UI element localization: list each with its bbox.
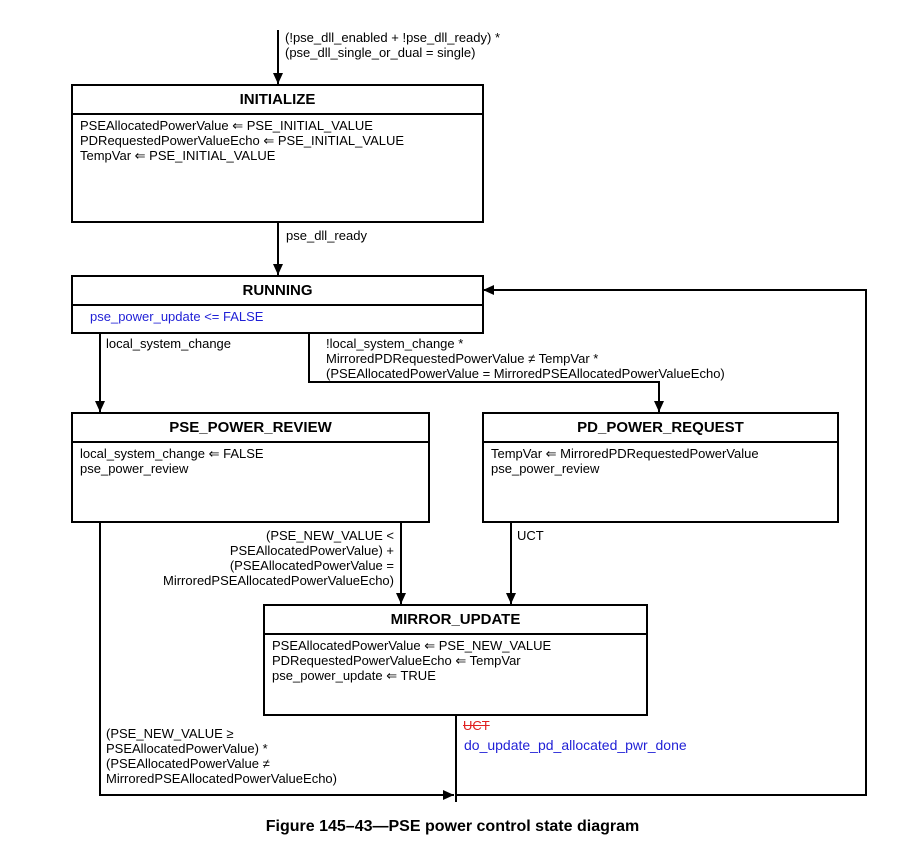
transition-label-request-to-mirror: UCT (517, 528, 544, 543)
state-initialize: INITIALIZE PSEAllocatedPowerValue ⇐ PSE_… (71, 84, 484, 223)
state-title: INITIALIZE (73, 86, 482, 115)
state-title: PD_POWER_REQUEST (484, 414, 837, 443)
state-actions: TempVar ⇐ MirroredPDRequestedPowerValue … (491, 446, 759, 476)
transition-label-review-to-mirror: (PSE_NEW_VALUE < PSEAllocatedPowerValue)… (163, 528, 394, 588)
state-actions: PSEAllocatedPowerValue ⇐ PSE_NEW_VALUE P… (272, 638, 552, 683)
state-pse-power-review: PSE_POWER_REVIEW local_system_change ⇐ F… (71, 412, 430, 523)
running-to-request-arrow (308, 334, 664, 412)
transition-label-struck-uct: UCT (463, 718, 490, 733)
state-mirror-update: MIRROR_UPDATE PSEAllocatedPowerValue ⇐ P… (263, 604, 648, 716)
transition-label-mirror-to-running: do_update_pd_allocated_pwr_done (464, 737, 687, 753)
state-title: PSE_POWER_REVIEW (73, 414, 428, 443)
review-to-junction-line (99, 522, 454, 800)
state-actions: PSEAllocatedPowerValue ⇐ PSE_INITIAL_VAL… (80, 118, 405, 163)
state-title: RUNNING (73, 277, 482, 306)
state-running: RUNNING pse_power_update <= FALSE (71, 275, 484, 334)
state-title: MIRROR_UPDATE (265, 606, 646, 635)
state-pd-power-request: PD_POWER_REQUEST TempVar ⇐ MirroredPDReq… (482, 412, 839, 523)
state-actions: local_system_change ⇐ FALSE pse_power_re… (80, 446, 264, 476)
entry-condition: (!pse_dll_enabled + !pse_dll_ready) * (p… (285, 30, 501, 60)
junction-to-running-arrow (456, 285, 867, 796)
transition-label-init-to-running: pse_dll_ready (286, 228, 367, 243)
state-actions: pse_power_update <= FALSE (90, 309, 264, 324)
figure-caption: Figure 145–43—PSE power control state di… (265, 818, 640, 835)
transition-label-running-to-review: local_system_change (106, 336, 232, 351)
transition-label-running-to-request: !local_system_change * MirroredPDRequest… (326, 336, 725, 381)
transition-label-review-to-running: (PSE_NEW_VALUE ≥ PSEAllocatedPowerValue)… (106, 726, 337, 786)
